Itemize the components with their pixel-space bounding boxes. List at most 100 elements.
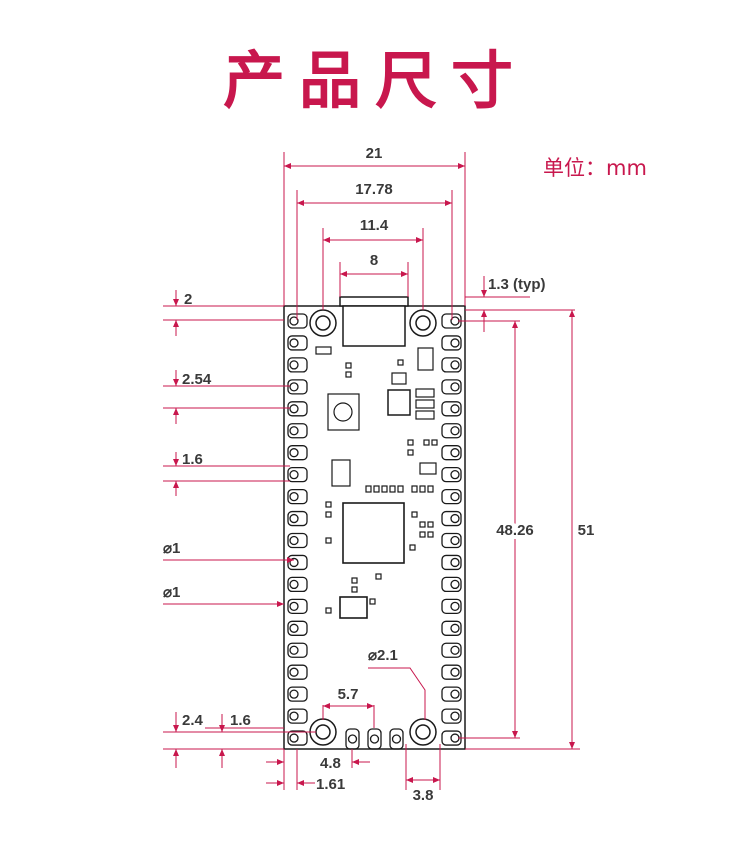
dim-pin-pitch: 2.54 (182, 371, 212, 388)
left-pin-hole (289, 382, 299, 392)
left-pin-hole (289, 689, 299, 699)
dim-debug-offset: 4.8 (320, 755, 341, 772)
left-pin-pad (287, 423, 308, 439)
dim-edge-hole-typ: 1.3 (typ) (488, 276, 546, 293)
left-pin-hole (289, 448, 299, 458)
right-pin-pad (441, 554, 462, 571)
dimension-lines (163, 152, 580, 790)
right-pin-pad (441, 686, 462, 702)
page-title: 产品尺寸 (222, 44, 527, 117)
dim-debug-pitch: 5.7 (338, 686, 359, 703)
left-pin-hole (289, 711, 299, 721)
right-pin-hole (450, 667, 460, 677)
left-pin-row (287, 313, 308, 746)
left-pin-pad (287, 620, 308, 636)
right-pin-pad (441, 708, 462, 724)
dim-usb-width: 8 (370, 252, 378, 269)
left-pin-pad (287, 357, 308, 373)
left-pin-hole (289, 426, 299, 436)
debug-pads (345, 728, 404, 750)
right-pin-hole (450, 535, 460, 546)
dim-top-offset: 2 (184, 291, 192, 308)
bootsel-button (327, 393, 360, 431)
led (315, 346, 332, 355)
right-pin-hole (450, 382, 460, 392)
right-pin-pad (441, 664, 462, 680)
left-pin-hole (289, 579, 299, 590)
left-pin-pad (287, 664, 308, 680)
dim-edge-offset: 1.61 (316, 776, 345, 793)
right-pin-hole (450, 491, 460, 502)
left-pin-hole (289, 645, 299, 655)
left-pin-pad (287, 576, 308, 593)
left-pin-pad (287, 379, 308, 395)
left-pin-pad (287, 488, 308, 505)
left-pin-hole (289, 601, 299, 611)
left-pin-pad (287, 642, 308, 658)
right-pin-hole (450, 513, 460, 524)
components (315, 346, 438, 619)
right-pin-hole (450, 448, 460, 458)
left-pin-pad (287, 445, 308, 461)
right-pin-pad (441, 445, 462, 461)
left-pin-hole (289, 360, 299, 370)
usb-connector (339, 296, 409, 347)
right-pin-hole (450, 645, 460, 655)
left-pin-pad (287, 686, 308, 702)
right-pin-hole (450, 404, 460, 414)
dim-bottom-pad: 1.6 (230, 712, 251, 729)
right-pin-pad (441, 620, 462, 636)
right-pin-hole (450, 623, 460, 633)
dim-bottom-offset: 2.4 (182, 712, 204, 729)
left-pin-pad (287, 598, 308, 614)
right-pin-hole (450, 711, 460, 721)
left-pin-hole (289, 513, 299, 524)
right-pin-pad (441, 401, 462, 417)
right-pin-hole (450, 601, 460, 611)
left-pin-hole (289, 316, 299, 326)
left-pin-pad (287, 708, 308, 724)
dim-length-overall: 51 (578, 522, 595, 539)
left-pin-hole (289, 623, 299, 633)
right-pin-pad (441, 576, 462, 593)
board-outline (283, 305, 466, 750)
right-pin-pad (441, 335, 462, 351)
dim-width-overall: 21 (366, 145, 383, 162)
left-pin-pad (287, 335, 308, 351)
left-pin-pad (287, 730, 308, 746)
left-pin-pad (287, 466, 308, 483)
dim-hole-spacing-vertical: 48.26 (496, 522, 534, 539)
right-pin-pad (441, 466, 462, 483)
dim-pin-row-spacing: 17.78 (355, 181, 393, 198)
left-pin-pad (287, 532, 308, 549)
right-pin-pad (441, 488, 462, 505)
right-pin-hole (450, 689, 460, 699)
right-pin-pad (441, 423, 462, 439)
inductor (387, 389, 411, 416)
rp2040-chip (342, 502, 405, 564)
unit-label: 单位：mm (543, 156, 647, 180)
right-pin-hole (450, 426, 460, 436)
mount-hole-bottom-right (409, 718, 437, 746)
left-pin-hole (289, 404, 299, 414)
right-pin-hole (450, 579, 460, 590)
dim-hole-dia-1: ⌀1 (163, 540, 180, 557)
left-pin-hole (289, 733, 299, 743)
dim-mount-hole-dia: ⌀2.1 (368, 647, 398, 664)
dim-pad-size: 1.6 (182, 451, 203, 468)
left-pin-pad (287, 510, 308, 527)
left-pin-hole (289, 535, 299, 546)
right-pin-hole (450, 557, 460, 568)
right-pin-pad (441, 379, 462, 395)
right-pin-hole (450, 338, 460, 348)
right-pin-pad (441, 642, 462, 658)
left-pin-hole (289, 667, 299, 677)
left-pin-hole (289, 469, 299, 480)
right-pin-pad (441, 510, 462, 527)
left-pin-hole (289, 338, 299, 348)
left-pin-hole (289, 491, 299, 502)
left-pin-pad (287, 401, 308, 417)
right-pin-hole (450, 469, 460, 480)
right-pin-pad (441, 598, 462, 614)
right-pin-pad (441, 357, 462, 373)
